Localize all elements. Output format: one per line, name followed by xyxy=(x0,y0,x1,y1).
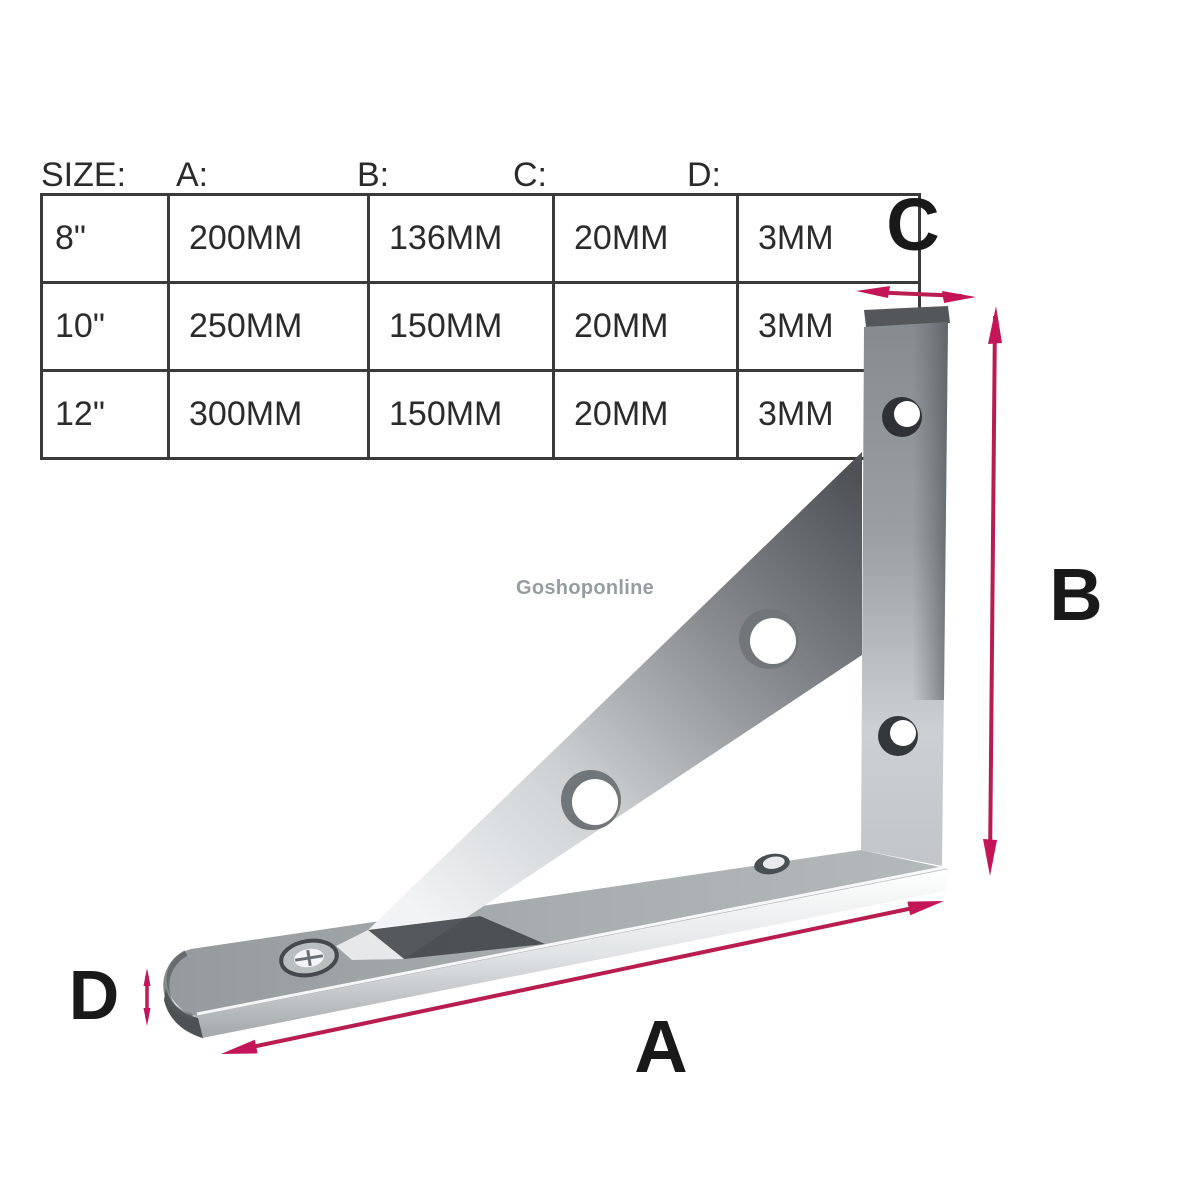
arrow-head-b-bottom xyxy=(983,839,997,876)
table-cell: 250MM xyxy=(167,281,370,372)
table-cell: 12" xyxy=(40,369,170,460)
table-cell: 200MM xyxy=(167,193,370,284)
table-cell: 20MM xyxy=(552,281,739,372)
table-cell: 300MM xyxy=(167,369,370,460)
vertical-arm-side-shade xyxy=(912,322,948,700)
vertical-arm-hole-lower xyxy=(878,716,918,756)
vertical-arm-top-edge xyxy=(864,306,950,327)
table-cell: 20MM xyxy=(552,193,739,284)
dimension-label-d: D xyxy=(69,956,120,1034)
brace-tip-shadow xyxy=(368,916,545,959)
table-cell: 136MM xyxy=(367,193,555,284)
size-table: 8" 200MM 136MM 20MM 3MM 10" 250MM 150MM … xyxy=(40,193,921,460)
shelf-bracket xyxy=(163,306,950,1038)
bottom-arm-left-cap-rim xyxy=(163,950,193,1020)
table-cell: 20MM xyxy=(552,369,739,460)
arrow-head-d-top xyxy=(143,968,151,986)
table-cell: 8" xyxy=(40,193,170,284)
table-row: 8" 200MM 136MM 20MM 3MM xyxy=(40,193,921,284)
brace-hole-lower xyxy=(561,770,621,830)
arrow-head-a-right xyxy=(907,901,944,916)
bottom-arm-front-face xyxy=(171,869,949,1038)
brace-hole-upper xyxy=(739,609,799,669)
arrow-head-a-left xyxy=(221,1039,258,1054)
dimension-arrow-b-line xyxy=(988,315,997,867)
table-cell: 3MM xyxy=(736,193,921,284)
arrow-head-c-left xyxy=(856,286,890,298)
dimension-label-c: C xyxy=(886,183,939,266)
dimension-label-b: B xyxy=(1049,553,1102,636)
arrow-head-c-right xyxy=(942,291,976,303)
column-header-b: B: xyxy=(357,156,390,194)
watermark: Goshoponline xyxy=(516,577,655,599)
table-cell: 10" xyxy=(40,281,170,372)
table-cell: 150MM xyxy=(367,281,555,372)
dimension-arrows xyxy=(143,286,1002,1054)
table-cell: 150MM xyxy=(367,369,555,460)
diagonal-brace xyxy=(368,452,862,959)
dimension-arrow-a-line xyxy=(232,902,933,1053)
table-row: 12" 300MM 150MM 20MM 3MM xyxy=(40,369,921,460)
bottom-arm-edge-highlight xyxy=(196,865,948,1016)
vertical-arm-hole-top xyxy=(882,397,922,437)
arrow-head-b-top xyxy=(988,306,1002,344)
column-header-a: A: xyxy=(176,156,209,194)
bottom-arm-top-surface xyxy=(166,850,949,1016)
column-header-size: SIZE: xyxy=(41,156,127,194)
arrow-head-d-bottom xyxy=(143,1008,151,1026)
brace-tip-face xyxy=(336,930,404,960)
column-header-d: D: xyxy=(687,156,721,194)
column-header-c: C: xyxy=(513,156,547,194)
table-row: 10" 250MM 150MM 20MM 3MM xyxy=(40,281,921,372)
dimension-label-a: A xyxy=(634,1005,687,1088)
bottom-arm-screw xyxy=(279,938,339,978)
bottom-arm-hole-right xyxy=(754,853,790,875)
